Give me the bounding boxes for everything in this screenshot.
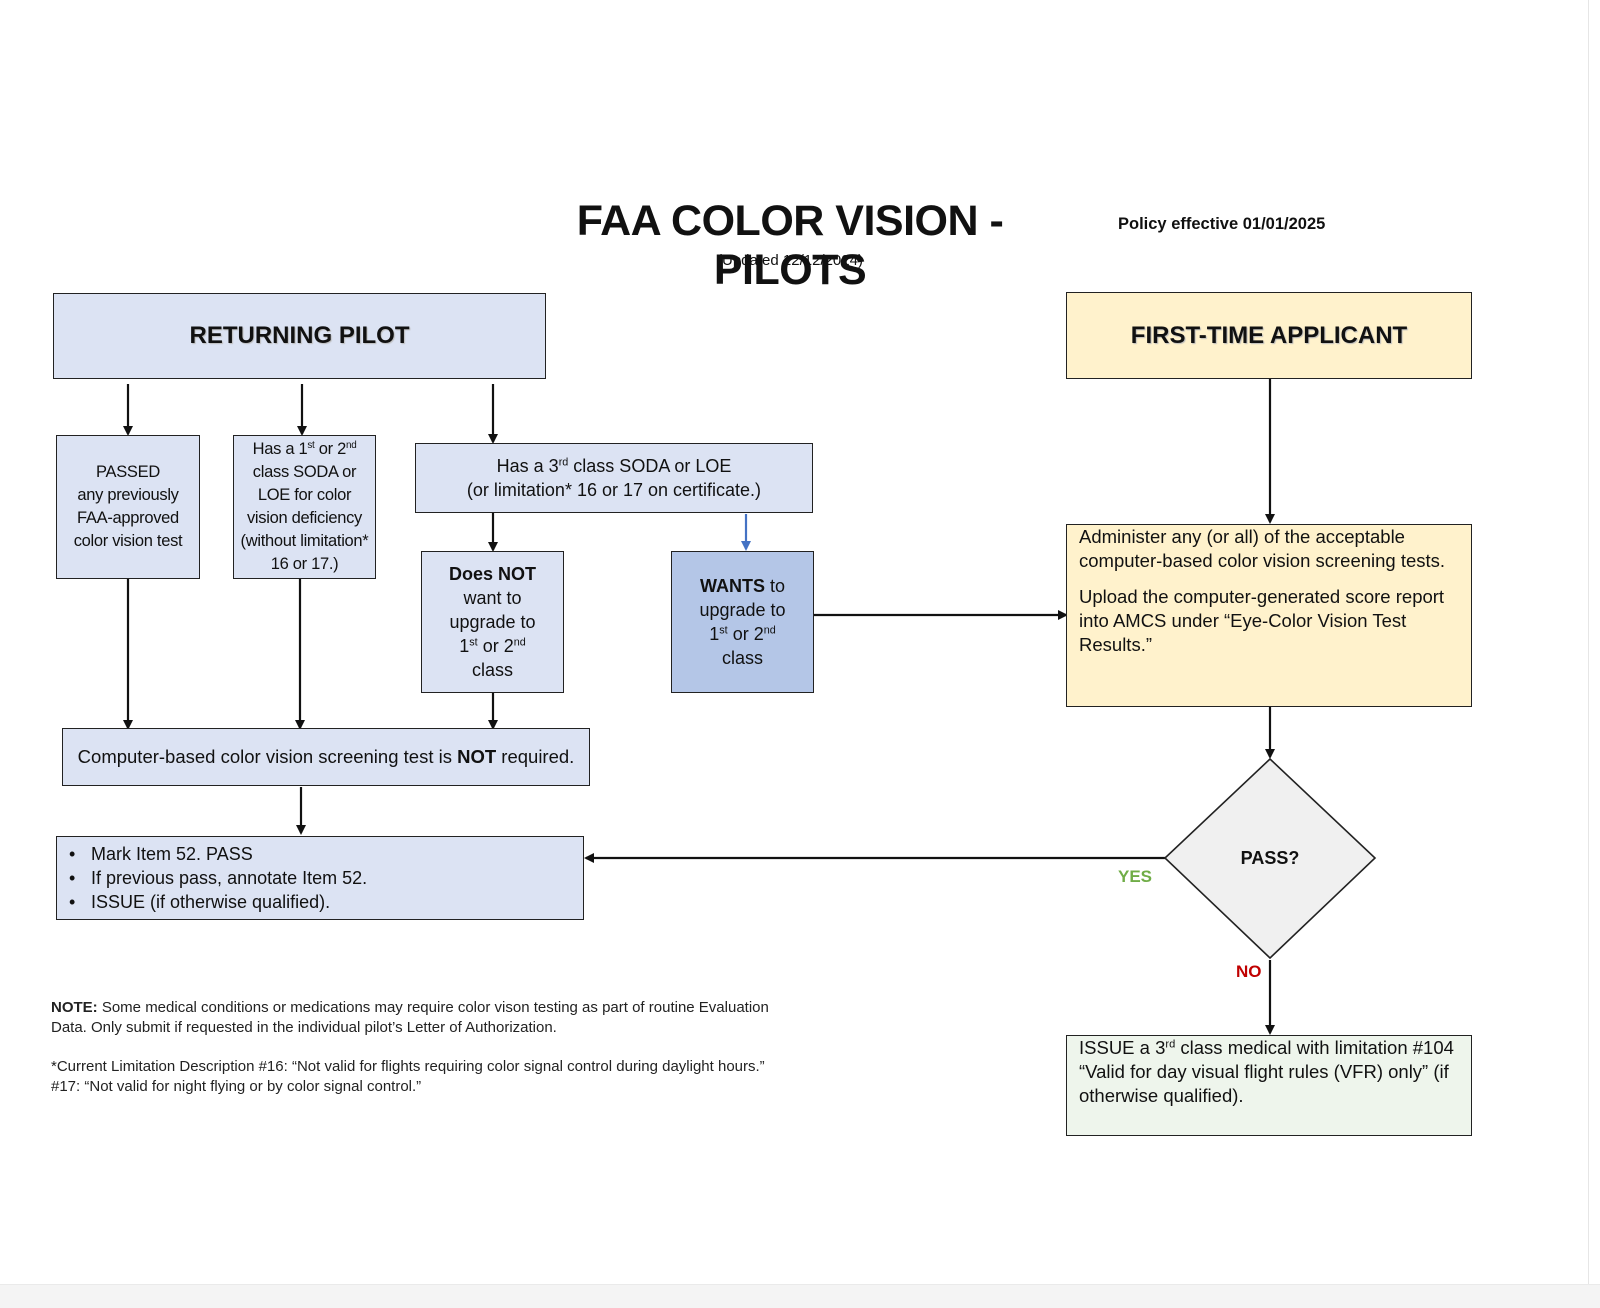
updated-date: (Updated 12/12/2024) xyxy=(717,252,863,269)
wants-line-2: upgrade to xyxy=(699,600,786,620)
page-title: FAA COLOR VISION - PILOTS xyxy=(576,197,1004,294)
list-item: If previous pass, annotate Item 52. xyxy=(69,866,367,890)
returning-pilot-label: RETURNING PILOT xyxy=(189,322,410,349)
soda12-line-6: 16 or 17.) xyxy=(270,555,339,573)
no-upgrade-line-2: want to xyxy=(463,588,522,608)
no-upgrade-bold: Does NOT xyxy=(448,564,536,584)
soda12-line-1: Has a 1st or 2nd xyxy=(252,440,357,458)
policy-effective: Policy effective 01/01/2025 xyxy=(1118,215,1326,233)
passed-line-4: color vision test xyxy=(73,532,183,550)
wants-upgrade-box: WANTS to upgrade to 1st or 2nd class xyxy=(671,551,814,693)
passed-line-2: any previously xyxy=(77,486,179,504)
decision-no-label: NO xyxy=(1236,962,1262,981)
administer-paragraph-2: Upload the computer-generated score repo… xyxy=(1079,586,1445,655)
passed-line-1: PASSED xyxy=(96,463,160,481)
limitation-block: *Current Limitation Description #16: “No… xyxy=(51,1057,841,1097)
soda3-line-2: (or limitation* 16 or 17 on certificate.… xyxy=(466,480,762,500)
note-block: NOTE: Some medical conditions or medicat… xyxy=(51,998,811,1038)
list-item: Mark Item 52. PASS xyxy=(69,842,367,866)
first-time-applicant-box: FIRST-TIME APPLICANT xyxy=(1066,292,1472,379)
administer-tests-box: Administer any (or all) of the acceptabl… xyxy=(1066,524,1472,707)
no-upgrade-line-5: class xyxy=(471,660,513,680)
page-edge-bottom xyxy=(0,1284,1600,1308)
returning-pilot-box: RETURNING PILOT xyxy=(53,293,546,379)
issue3-line-2: “Valid for day visual flight rules (VFR)… xyxy=(1079,1061,1449,1082)
not-required-text: Computer-based color vision screening te… xyxy=(77,746,575,767)
passed-line-3: FAA-approved xyxy=(77,509,179,527)
no-upgrade-line-4: 1st or 2nd xyxy=(459,636,526,656)
decision-diamond xyxy=(1163,757,1377,960)
wants-line-1: WANTS to xyxy=(699,576,785,596)
soda12-line-2: class SODA or xyxy=(252,463,357,481)
pass-outcome-box: Mark Item 52. PASS If previous pass, ann… xyxy=(56,836,584,920)
page-edge-right xyxy=(1588,0,1589,1284)
wants-line-4: class xyxy=(721,648,763,668)
limitation-line-2: #17: “Not valid for night flying or by c… xyxy=(51,1078,422,1095)
soda3-line-1: Has a 3rd class SODA or LOE xyxy=(496,456,732,476)
first-time-applicant-label: FIRST-TIME APPLICANT xyxy=(1130,321,1408,349)
soda12-line-3: LOE for color xyxy=(257,486,352,504)
test-not-required-box: Computer-based color vision screening te… xyxy=(62,728,590,786)
note-line-2: Data. Only submit if requested in the in… xyxy=(51,1019,557,1036)
passed-previous-test-box: PASSED any previously FAA-approved color… xyxy=(56,435,200,579)
issue3-line-3: otherwise qualified). xyxy=(1079,1085,1244,1106)
issue3-line-1: ISSUE a 3rd class medical with limitatio… xyxy=(1079,1037,1454,1058)
administer-paragraph-1: Administer any (or all) of the acceptabl… xyxy=(1079,526,1446,571)
limitation-line-1: *Current Limitation Description #16: “No… xyxy=(51,1058,765,1075)
soda12-line-5: (without limitation* xyxy=(240,532,369,550)
list-item: ISSUE (if otherwise qualified). xyxy=(69,890,367,914)
note-line-1: NOTE: Some medical conditions or medicat… xyxy=(51,999,769,1016)
issue-third-class-box: ISSUE a 3rd class medical with limitatio… xyxy=(1066,1035,1472,1136)
soda-first-second-class-box: Has a 1st or 2nd class SODA or LOE for c… xyxy=(233,435,376,579)
wants-line-3: 1st or 2nd xyxy=(709,624,776,644)
no-upgrade-line-3: upgrade to xyxy=(449,612,536,632)
soda12-line-4: vision deficiency xyxy=(246,509,363,527)
decision-pass-label: PASS? xyxy=(1240,848,1300,868)
pass-outcome-list: Mark Item 52. PASS If previous pass, ann… xyxy=(57,842,367,914)
does-not-want-upgrade-box: Does NOT want to upgrade to 1st or 2nd c… xyxy=(421,551,564,693)
soda-third-class-box: Has a 3rd class SODA or LOE (or limitati… xyxy=(415,443,813,513)
decision-yes-label: YES xyxy=(1118,867,1153,886)
